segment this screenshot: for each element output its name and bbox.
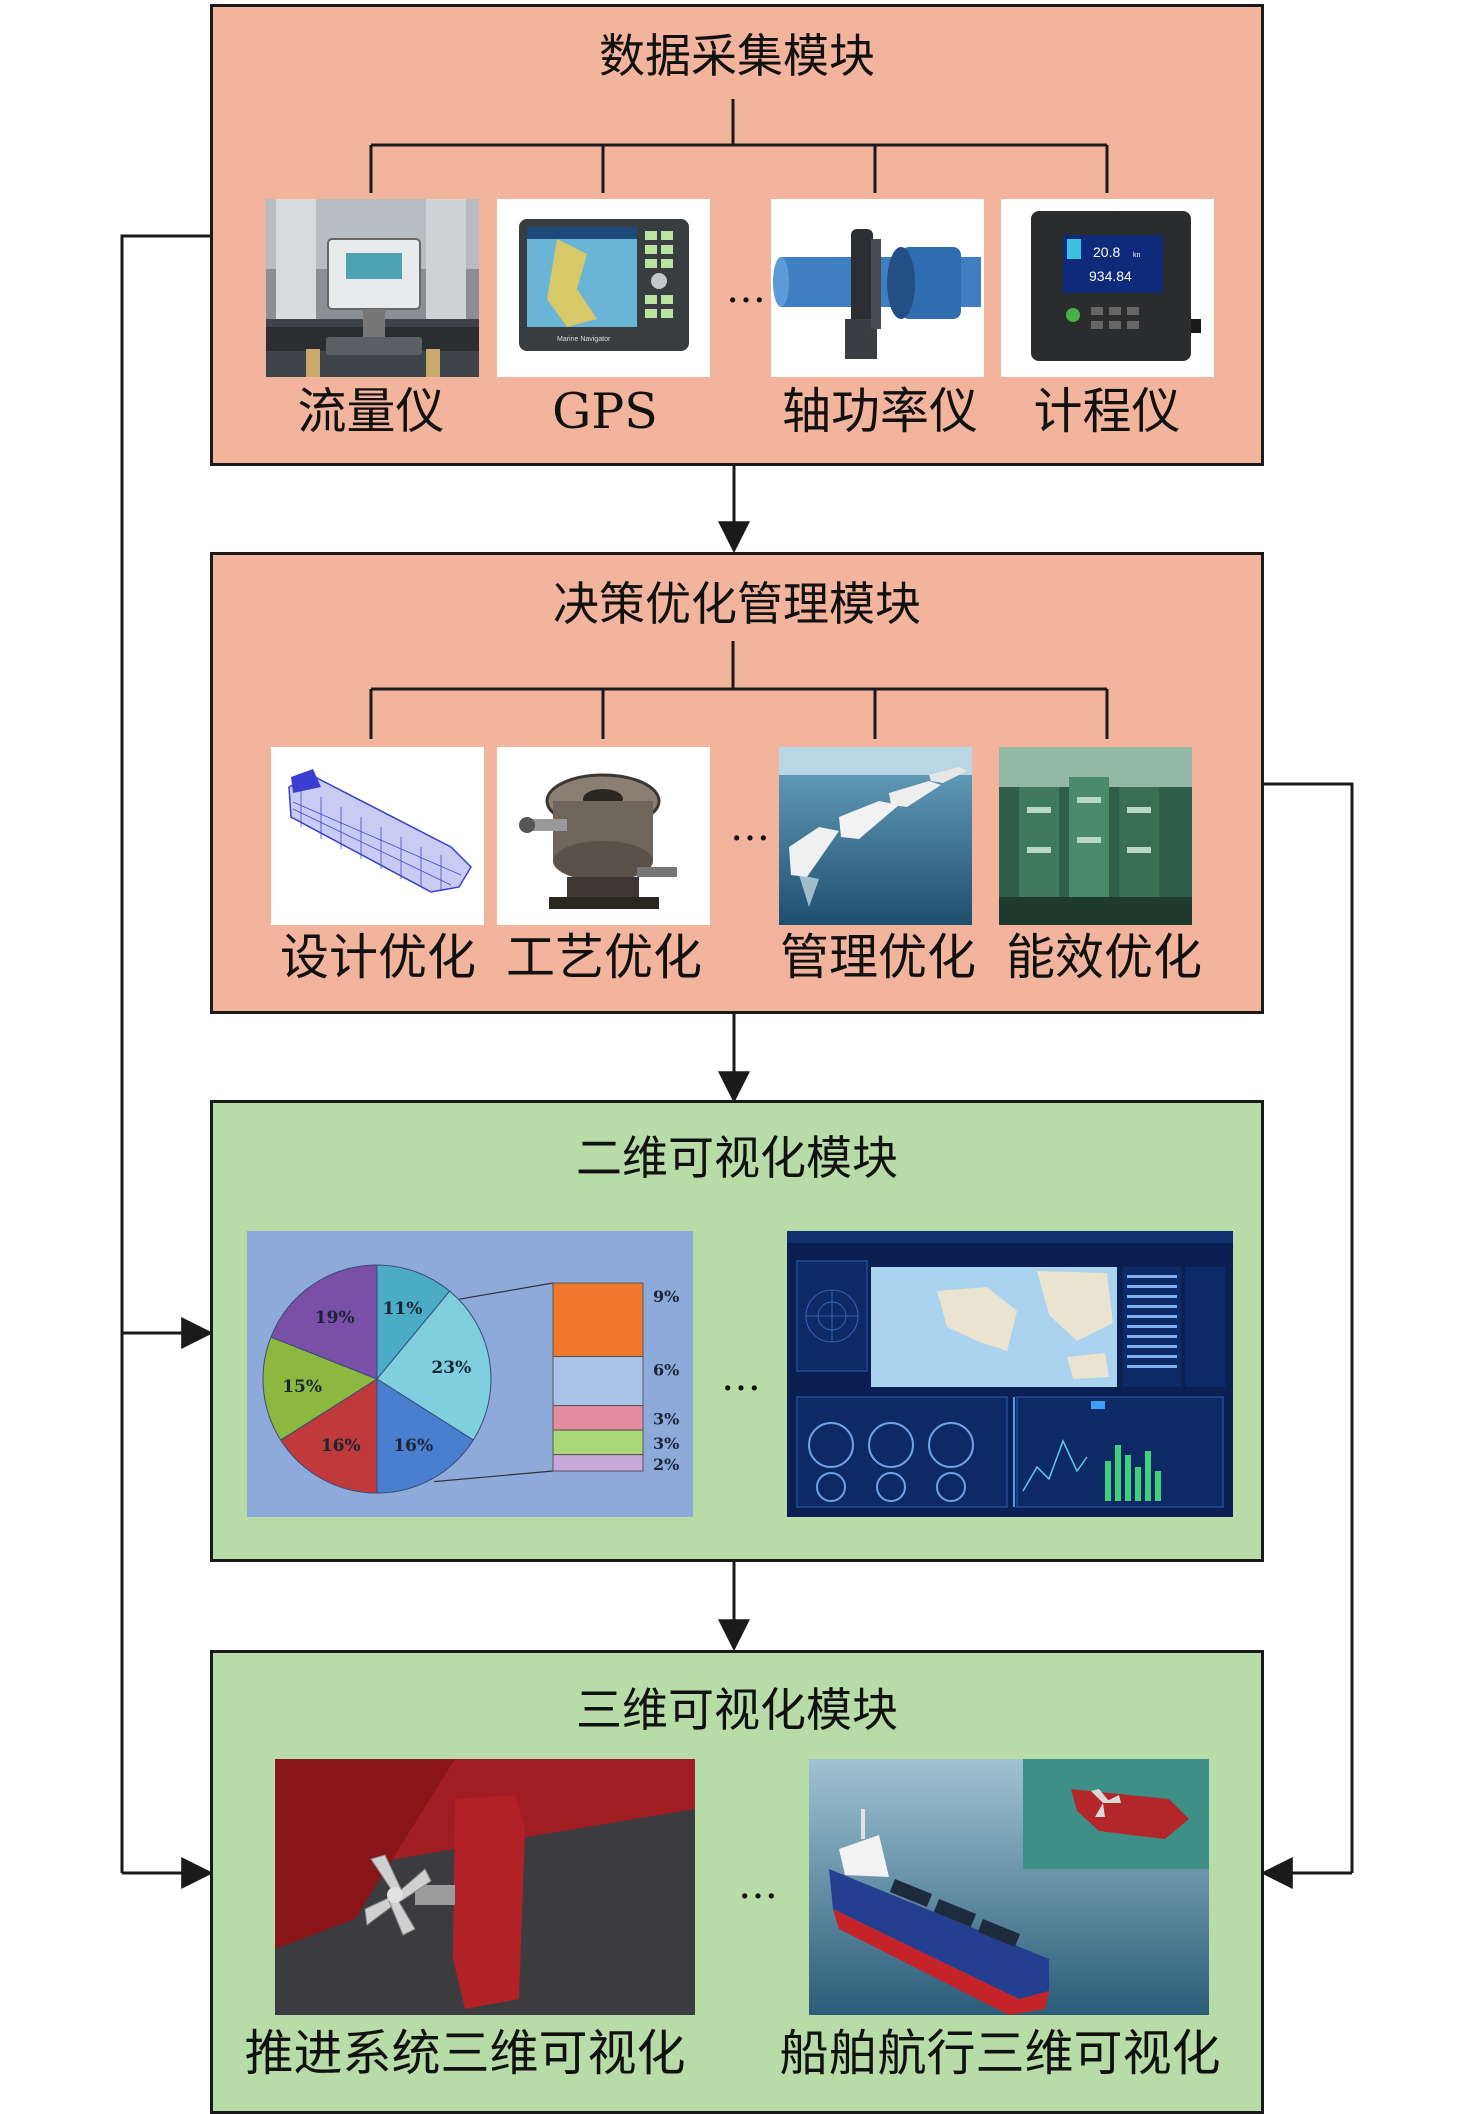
item-caption-speed-log: 计程仪 [1033,383,1181,440]
visualization-3d-module: 三维可视化模块 … [210,1650,1264,2114]
item-caption-design-optimization: 设计优化 [279,929,476,986]
item-caption-process-optimization: 工艺优化 [505,929,702,986]
pie-slice [376,1264,451,1381]
stack-segment [552,1405,644,1431]
visualization-2d-module: 二维可视化模块 11% 23% 16% 16% 15% 19% 9% 6% 3% 3% 2% … [210,1100,1264,1562]
stack-segment [552,1429,644,1456]
pie-slice-label: 11% [383,1299,423,1319]
svg-text:Marine Navigator: Marine Navigator [557,336,611,343]
pie-slice [270,1264,378,1380]
data-collection-module: 数据采集模块 [210,4,1264,466]
monitoring-dashboard-image [787,1231,1233,1517]
ellipsis: … [721,1354,761,1400]
item-caption-gps: GPS [552,383,658,440]
pie-slice [376,1378,474,1494]
right-feedback-line [1264,782,1354,1873]
stack-segment-label: 3% [653,1434,679,1453]
ship-navigation-3d-image [809,1759,1209,2015]
item-caption-propulsion-3d: 推进系统三维可视化 [244,2025,686,2082]
ellipsis: … [738,1862,778,1908]
svg-text:kn: kn [1133,252,1141,259]
pie-slice [262,1336,379,1441]
module-tree-connector [369,99,1109,193]
module-title: 数据采集模块 [599,29,875,83]
item-caption-ship-navigation-3d: 船舶航行三维可视化 [779,2025,1221,2082]
flowmeter-image [266,199,479,377]
stack-segment [552,1282,644,1358]
pie-slice [280,1378,378,1494]
pie-slice-label: 15% [282,1377,322,1397]
stack-segment-label: 9% [653,1287,679,1306]
item-caption-energy-efficiency-optimization: 能效优化 [1005,929,1202,986]
stack-segment [552,1454,644,1472]
module-title: 二维可视化模块 [576,1131,898,1185]
process-fixture-image [497,747,710,925]
gps-image: Marine Navigator [497,199,710,377]
pie-slice-label: 19% [315,1308,355,1328]
ellipsis: … [726,266,766,312]
module-title: 决策优化管理模块 [553,577,921,631]
svg-text:20.8: 20.8 [1093,244,1120,260]
pie-connector-line [433,1470,554,1483]
speed-log-image: 20.8 kn 934.84 [1001,199,1214,377]
propulsion-3d-image [275,1759,695,2015]
stack-segment-label: 3% [653,1410,679,1429]
pie-slice-label: 23% [431,1358,471,1378]
module-title: 三维可视化模块 [576,1683,898,1737]
item-caption-shaft-power-meter: 轴功率仪 [781,383,978,440]
shaft-power-meter-image [771,199,984,377]
stack-segment-label: 6% [653,1361,679,1380]
item-caption-management-optimization: 管理优化 [779,929,976,986]
pie-slice-label: 16% [321,1436,361,1456]
pie-connector-line [458,1282,554,1300]
fleet-management-image [779,747,972,925]
hull-design-image [271,747,484,925]
pie-slice [376,1290,492,1441]
left-feedback-line [120,234,210,1873]
svg-text:934.84: 934.84 [1089,268,1132,284]
engine-room-image [999,747,1192,925]
item-caption-flowmeter: 流量仪 [297,383,445,440]
pie-chart-image: 11% 23% 16% 16% 15% 19% 9% 6% 3% 3% 2% [247,1231,693,1517]
pie-slice-label: 16% [393,1436,433,1456]
stack-segment-label: 2% [653,1455,679,1474]
ellipsis: … [730,804,770,850]
stack-segment [552,1356,644,1407]
module-tree-connector [369,641,1109,739]
decision-optimization-module: 决策优化管理模块 [210,552,1264,1014]
